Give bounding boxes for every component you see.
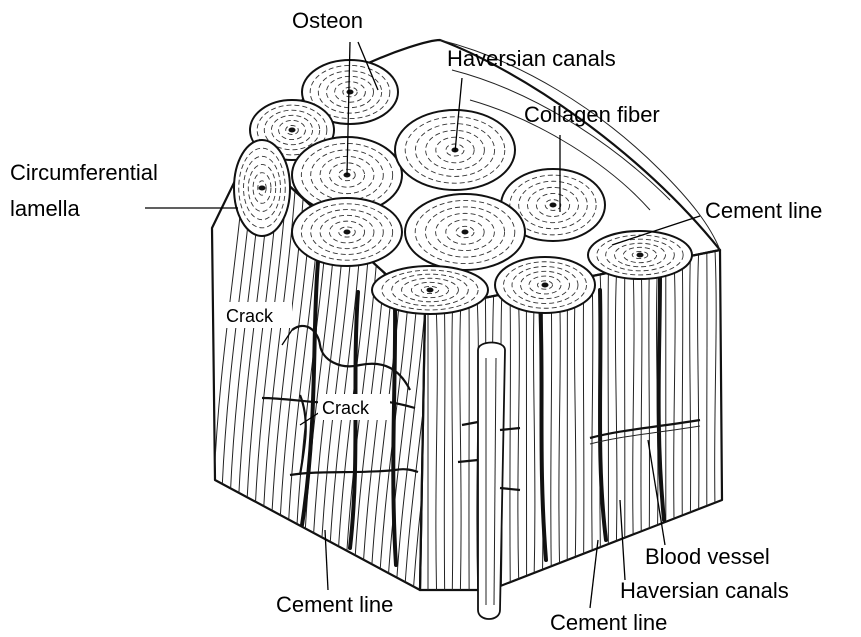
label-blood-vessel: Blood vessel bbox=[645, 544, 770, 569]
label-crack-upper: Crack bbox=[226, 306, 274, 326]
lamella-line bbox=[707, 252, 708, 592]
label-haversian-canals-top: Haversian canals bbox=[447, 46, 616, 71]
lamella-line bbox=[386, 284, 418, 614]
label-collagen-fiber: Collagen fiber bbox=[524, 102, 660, 127]
haversian-canal bbox=[344, 230, 351, 235]
haversian-canal bbox=[259, 186, 266, 191]
lamella-line bbox=[641, 265, 643, 605]
lamella-line bbox=[411, 304, 443, 634]
haversian-canal bbox=[462, 230, 469, 235]
label-circumferential: Circumferential bbox=[10, 160, 158, 185]
lamella-line bbox=[715, 250, 717, 590]
osteon bbox=[292, 198, 402, 266]
lamella-line bbox=[592, 276, 594, 616]
lamella-line bbox=[263, 188, 295, 518]
top-face-cross-section bbox=[234, 40, 720, 314]
osteon bbox=[405, 194, 525, 270]
lamella-line bbox=[559, 283, 561, 623]
lamella-line bbox=[403, 297, 435, 627]
label-lamella: lamella bbox=[10, 196, 80, 221]
lamella-line bbox=[583, 277, 584, 617]
haversian-canal bbox=[637, 253, 644, 258]
lamella-line bbox=[533, 288, 535, 628]
label-cement-line-bottom-left: Cement line bbox=[276, 592, 393, 617]
label-cement-line-bottom-right: Cement line bbox=[550, 610, 667, 635]
haversian-canal bbox=[289, 128, 296, 133]
osteon bbox=[588, 231, 692, 279]
lamella-line bbox=[574, 279, 576, 619]
lamella-line bbox=[304, 220, 336, 550]
lamella-line bbox=[551, 284, 552, 624]
label-crack-lower: Crack bbox=[322, 398, 370, 418]
label-osteon: Osteon bbox=[292, 8, 363, 33]
lamella-line bbox=[444, 307, 445, 637]
label-cement-line-right: Cement line bbox=[705, 198, 822, 223]
osteon bbox=[372, 266, 488, 314]
lamella-line bbox=[608, 272, 609, 612]
lamella-line bbox=[459, 303, 461, 637]
osteon bbox=[234, 140, 290, 236]
osteon bbox=[495, 257, 595, 313]
haversian-canal bbox=[550, 203, 557, 208]
lamella-line bbox=[510, 293, 511, 633]
lamella-line bbox=[633, 267, 635, 607]
lamella-line bbox=[451, 305, 453, 637]
labels: Osteon Haversian canals Collagen fiber C… bbox=[10, 8, 822, 635]
haversian-canal bbox=[427, 288, 434, 293]
lamella-line bbox=[697, 253, 699, 593]
haversian-canal bbox=[347, 90, 354, 95]
lamella-line bbox=[436, 308, 438, 637]
label-haversian-canals-bottom: Haversian canals bbox=[620, 578, 789, 603]
haversian-canal bbox=[542, 283, 549, 288]
lamella-line bbox=[615, 271, 617, 611]
lamella-line bbox=[362, 265, 394, 595]
